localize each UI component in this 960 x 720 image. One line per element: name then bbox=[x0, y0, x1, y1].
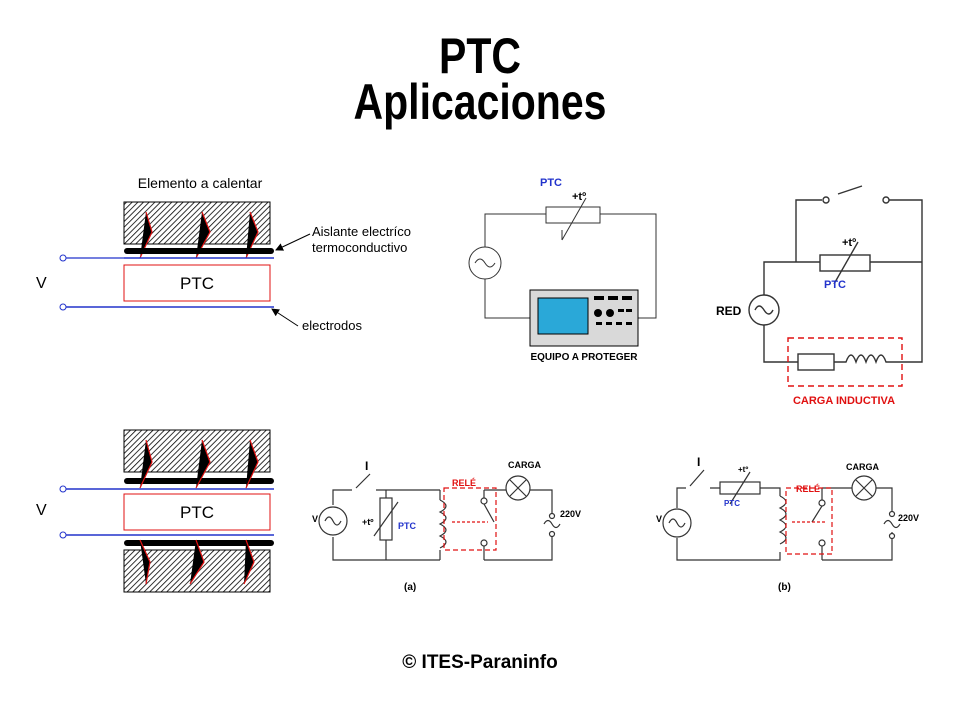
relay-coil-a bbox=[438, 499, 447, 549]
terminal-top bbox=[59, 254, 67, 262]
relay-coil-b bbox=[778, 495, 787, 545]
ptc-label-bottom: PTC bbox=[180, 503, 214, 522]
protect-circuit bbox=[468, 197, 657, 347]
ptc-resistor bbox=[545, 206, 601, 224]
insulator-bar bbox=[124, 248, 274, 254]
ptc-a-label: PTC bbox=[398, 521, 417, 531]
title-line2: Aplicaciones bbox=[353, 74, 607, 130]
voltage-label-bottom: V bbox=[36, 502, 47, 519]
relay-box-a bbox=[443, 487, 497, 551]
copyright-footer: © ITES-Paraninfo bbox=[402, 652, 558, 673]
title-line1: PTC bbox=[439, 28, 521, 84]
heat-flow-arrows-bottom bbox=[139, 439, 259, 585]
switch-contact-left bbox=[822, 196, 830, 204]
source-a-label: V bbox=[312, 514, 318, 524]
protect-temp-label: +tº bbox=[572, 191, 586, 203]
heater-top: Elemento a calentar PTC V Aislante elect… bbox=[36, 175, 411, 333]
temp-a-label: +tº bbox=[362, 517, 374, 527]
relay-circuit-b bbox=[662, 469, 901, 561]
insulator-label-2: termoconductivo bbox=[312, 240, 407, 255]
heat-flow-arrows-top bbox=[139, 211, 259, 259]
switch-b-label: I bbox=[697, 455, 700, 469]
heater-caption: Elemento a calentar bbox=[138, 175, 263, 191]
ptc-resistor-2 bbox=[819, 254, 871, 272]
caption-b: (b) bbox=[778, 582, 791, 593]
electrodes-label: electrodos bbox=[302, 318, 362, 333]
relay-circuit-a bbox=[318, 473, 561, 561]
temp-b-label: +tº bbox=[738, 465, 748, 474]
ind-temp-label: +tº bbox=[842, 237, 856, 249]
insulator-label-1: Aislante electríco bbox=[312, 224, 411, 239]
load-b-label: CARGA bbox=[846, 462, 879, 472]
ind-ptc-label: PTC bbox=[824, 279, 846, 291]
inductive-circuit bbox=[748, 185, 923, 387]
ind-load-label: CARGA INDUCTIVA bbox=[793, 395, 895, 407]
ptc-label: PTC bbox=[180, 274, 214, 293]
ptc-b-label: PTC bbox=[724, 499, 740, 508]
relay-b-label: RELÉ bbox=[796, 484, 820, 494]
relay-a-label: RELÉ bbox=[452, 478, 476, 488]
switch-contact-right bbox=[882, 196, 890, 204]
source-b-label: V bbox=[656, 514, 662, 524]
mains-b-label: 220V bbox=[898, 513, 919, 523]
ptc-element bbox=[123, 264, 271, 302]
load-resistor bbox=[797, 353, 835, 371]
protect-equipment-label: EQUIPO A PROTEGER bbox=[530, 352, 638, 363]
caption-a: (a) bbox=[404, 582, 416, 593]
ind-source-label: RED bbox=[716, 304, 742, 318]
switch-a-label: I bbox=[365, 459, 368, 473]
terminal-bottom bbox=[59, 303, 67, 311]
ptc-element-bottom bbox=[123, 493, 271, 531]
mains-a-label: 220V bbox=[560, 509, 581, 519]
protect-ptc-label: PTC bbox=[540, 177, 562, 189]
heater-bottom: PTC V bbox=[36, 429, 274, 593]
load-a-label: CARGA bbox=[508, 460, 541, 470]
inductive-load-box bbox=[787, 337, 903, 387]
voltage-label: V bbox=[36, 275, 47, 292]
